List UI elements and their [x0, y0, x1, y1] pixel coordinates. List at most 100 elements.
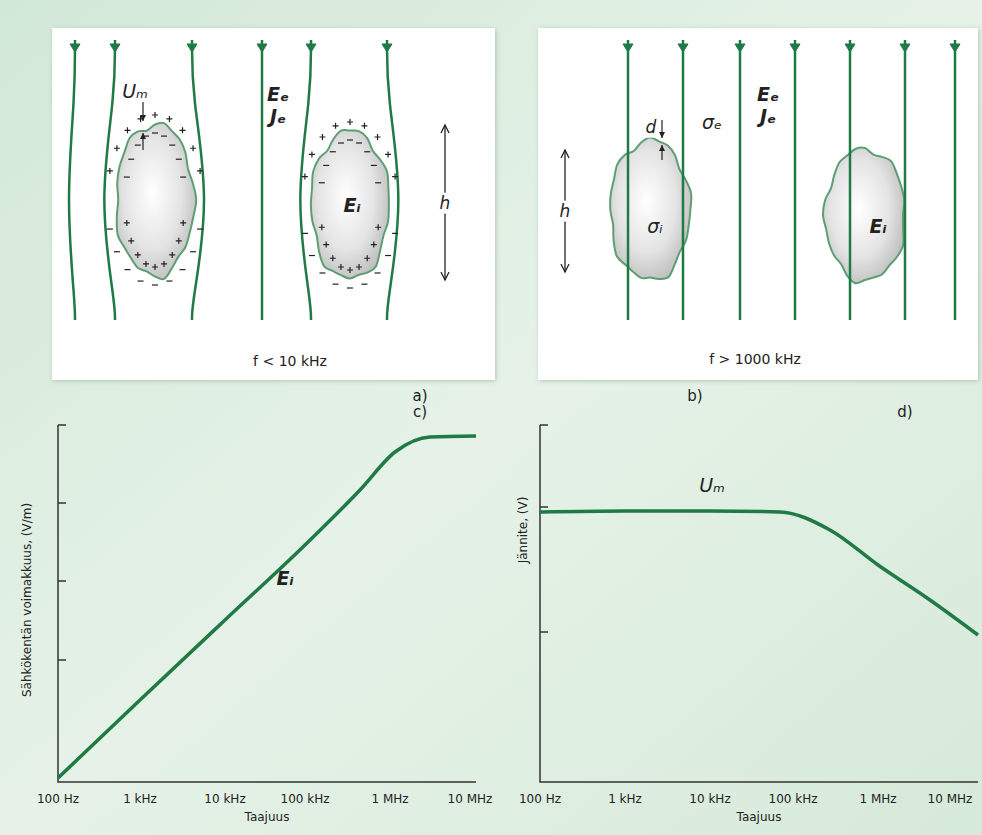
- plus-charge: [333, 123, 339, 129]
- axis: [540, 425, 978, 782]
- arrow-head: [306, 44, 316, 52]
- minus-charge: [138, 280, 144, 281]
- tick-label: 1 MHz: [859, 793, 896, 806]
- minus-charge: [180, 176, 186, 177]
- plus-charge: [180, 127, 186, 133]
- plus-charge: [152, 264, 158, 270]
- frequency-label: f < 10 kHz: [253, 354, 327, 369]
- plus-charge: [169, 252, 175, 258]
- pointer-arrow: [659, 145, 665, 151]
- plus-charge: [309, 151, 315, 157]
- cell: [823, 147, 904, 283]
- arrow-head: [845, 44, 855, 52]
- plus-charge: [385, 151, 391, 157]
- symbol-label: d: [644, 117, 659, 138]
- symbol-label: h: [438, 193, 453, 214]
- minus-charge: [135, 145, 141, 146]
- plus-charge: [176, 238, 182, 244]
- field-line: [192, 40, 204, 320]
- plus-charge: [356, 264, 362, 270]
- symbol-label: Uₘ: [120, 81, 150, 102]
- plus-charge: [190, 145, 196, 151]
- minus-charge: [319, 272, 325, 273]
- tick-label: 10 MHz: [928, 793, 973, 806]
- minus-charge: [166, 280, 172, 281]
- plus-charge: [180, 220, 186, 226]
- plus-charge: [166, 116, 172, 122]
- plus-charge: [330, 255, 336, 261]
- minus-charge: [361, 284, 367, 285]
- plus-charge: [347, 267, 353, 273]
- field-line: [794, 40, 797, 320]
- field-line: [261, 40, 264, 320]
- minus-charge: [302, 233, 308, 234]
- field-line: [104, 40, 115, 320]
- cell: [610, 138, 691, 279]
- symbol-label: Eᵢ: [867, 216, 888, 237]
- symbol-label: Uₘ: [697, 475, 727, 496]
- cell: [117, 123, 196, 280]
- curve: [58, 436, 476, 778]
- symbol-label: Jₑ: [268, 106, 288, 127]
- minus-charge: [375, 272, 381, 273]
- arrow-head: [950, 44, 960, 52]
- symbol-label: Eᵢ: [274, 568, 295, 589]
- plus-charge: [392, 174, 398, 180]
- symbol-label: σᵢ: [645, 216, 664, 237]
- panel: [538, 28, 978, 380]
- minus-charge: [169, 145, 175, 146]
- axis: [58, 425, 476, 782]
- field-line: [682, 40, 685, 320]
- symbol-label: Eₑ: [265, 84, 291, 105]
- axis-label: Sähkökentän voimakkuus, (V/m): [21, 503, 34, 697]
- pointer-arrow: [659, 132, 665, 138]
- pointer-arrow: [140, 133, 146, 139]
- minus-charge: [128, 159, 134, 160]
- minus-charge: [330, 151, 336, 152]
- arrow-head: [735, 44, 745, 52]
- plus-charge: [302, 174, 308, 180]
- plus-charge: [375, 224, 381, 230]
- symbol-label: Eₑ: [755, 84, 781, 105]
- arrow-head: [70, 44, 80, 52]
- minus-charge: [107, 228, 113, 229]
- tick-label: 100 kHz: [281, 793, 330, 806]
- panel-label: c): [413, 404, 427, 421]
- plus-charge: [114, 145, 120, 151]
- arrow-head: [187, 44, 197, 52]
- plus-charge: [323, 242, 329, 248]
- cell: [311, 130, 389, 279]
- arrow-head: [790, 44, 800, 52]
- field-line: [849, 40, 852, 320]
- minus-charge: [114, 251, 120, 252]
- minus-charge: [338, 142, 344, 143]
- minus-charge: [385, 255, 391, 256]
- minus-charge: [152, 284, 158, 285]
- minus-charge: [197, 228, 203, 229]
- plus-charge: [197, 168, 203, 174]
- axis-label: Taajuus: [245, 811, 290, 824]
- tick-label: 1 kHz: [123, 793, 157, 806]
- plus-charge: [371, 242, 377, 248]
- minus-charge: [347, 139, 353, 140]
- plus-charge: [338, 264, 344, 270]
- minus-charge: [375, 182, 381, 183]
- minus-charge: [356, 142, 362, 143]
- tick-label: 1 MHz: [371, 793, 408, 806]
- axis-label: Jännite, (V): [517, 497, 530, 564]
- minus-charge: [190, 251, 196, 252]
- frequency-label: f > 1000 kHz: [709, 352, 801, 367]
- minus-charge: [152, 132, 158, 133]
- minus-charge: [347, 287, 353, 288]
- symbol-label: Jₑ: [758, 106, 778, 127]
- arrow-head: [382, 44, 392, 52]
- plus-charge: [319, 224, 325, 230]
- minus-charge: [124, 176, 130, 177]
- panel-label: d): [897, 404, 912, 421]
- plus-charge: [364, 255, 370, 261]
- minus-charge: [180, 269, 186, 270]
- plus-charge: [161, 261, 167, 267]
- plus-charge: [124, 127, 130, 133]
